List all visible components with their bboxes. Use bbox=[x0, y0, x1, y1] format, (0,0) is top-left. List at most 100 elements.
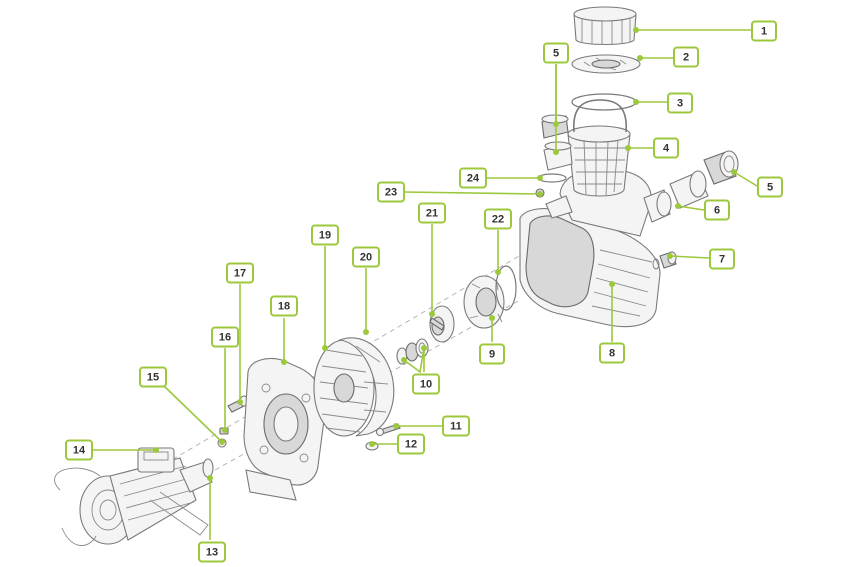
motor-bracket bbox=[243, 357, 325, 501]
callout-6: 6 bbox=[704, 199, 730, 221]
leader-6 bbox=[677, 205, 705, 211]
callout-14: 14 bbox=[65, 439, 93, 461]
leader-23 bbox=[403, 191, 541, 195]
callout-label-9: 9 bbox=[489, 349, 495, 361]
callout-label-24: 24 bbox=[467, 173, 480, 185]
callout-label-14: 14 bbox=[73, 445, 86, 457]
callout-11: 11 bbox=[442, 415, 470, 437]
callout-label-19: 19 bbox=[319, 230, 331, 242]
lid-oring bbox=[571, 93, 637, 111]
callout-box-16 bbox=[211, 326, 239, 348]
callout-label-10: 10 bbox=[420, 379, 432, 391]
callout-label-12: 12 bbox=[405, 439, 417, 451]
callout-label-3: 3 bbox=[677, 98, 683, 110]
callout-box-18 bbox=[270, 295, 298, 317]
mechanical-seal bbox=[396, 338, 429, 365]
shaft-ring bbox=[202, 458, 214, 478]
callout-10: 10 bbox=[412, 373, 440, 395]
callout-23: 23 bbox=[377, 181, 405, 203]
callout-4: 4 bbox=[653, 137, 679, 159]
leader-lines bbox=[92, 27, 758, 540]
callout-label-1: 1 bbox=[761, 26, 767, 38]
callout-box-19 bbox=[311, 224, 339, 246]
callout-21: 21 bbox=[418, 202, 446, 224]
callout-13: 13 bbox=[198, 541, 226, 563]
callout-12: 12 bbox=[397, 433, 425, 455]
callout-label-5b: 5 bbox=[767, 182, 773, 194]
callout-16: 16 bbox=[211, 326, 239, 348]
callout-box-22 bbox=[484, 208, 512, 230]
callout-label-20: 20 bbox=[360, 252, 372, 264]
callout-box-6 bbox=[704, 199, 730, 221]
callout-label-15: 15 bbox=[147, 372, 159, 384]
leader-7 bbox=[669, 255, 710, 259]
callout-box-13 bbox=[198, 541, 226, 563]
callout-box-10 bbox=[412, 373, 440, 395]
callout-7: 7 bbox=[709, 248, 735, 270]
lid-lock-ring bbox=[573, 6, 637, 45]
callout-box-21 bbox=[418, 202, 446, 224]
callout-15: 15 bbox=[139, 366, 167, 388]
callout-box-1 bbox=[751, 20, 777, 42]
callout-box-20 bbox=[352, 246, 380, 268]
callout-label-23: 23 bbox=[385, 187, 397, 199]
callout-18: 18 bbox=[270, 295, 298, 317]
callout-label-22: 22 bbox=[492, 214, 504, 226]
screw-cover bbox=[375, 423, 401, 437]
callout-label-5a: 5 bbox=[553, 48, 559, 60]
callout-box-9 bbox=[479, 343, 505, 365]
strainer-basket bbox=[567, 99, 631, 197]
diffuser bbox=[463, 275, 505, 329]
impeller bbox=[429, 305, 455, 343]
leader-10 bbox=[403, 347, 425, 374]
callout-label-6: 6 bbox=[714, 205, 720, 217]
callout-8: 8 bbox=[599, 342, 625, 364]
callout-17: 17 bbox=[226, 262, 254, 284]
pump-cover bbox=[337, 337, 395, 437]
callout-9: 9 bbox=[479, 343, 505, 365]
callout-label-11: 11 bbox=[450, 421, 462, 433]
callout-5a: 5 bbox=[543, 42, 569, 64]
callout-box-5a bbox=[543, 42, 569, 64]
callout-label-21: 21 bbox=[426, 208, 438, 220]
lid bbox=[571, 54, 641, 74]
callout-box-4 bbox=[653, 137, 679, 159]
callout-3: 3 bbox=[667, 92, 693, 114]
callout-label-16: 16 bbox=[219, 332, 231, 344]
callout-19: 19 bbox=[311, 224, 339, 246]
union-coupling-top bbox=[541, 114, 573, 171]
union-coupling-side bbox=[703, 150, 739, 185]
callout-box-15 bbox=[139, 366, 167, 388]
callout-20: 20 bbox=[352, 246, 380, 268]
callout-2: 2 bbox=[673, 46, 699, 68]
callout-label-4: 4 bbox=[663, 143, 670, 155]
motor bbox=[54, 447, 213, 546]
callout-box-8 bbox=[599, 342, 625, 364]
callout-label-18: 18 bbox=[278, 301, 290, 313]
diffuser-oring bbox=[495, 265, 517, 311]
callout-box-11 bbox=[442, 415, 470, 437]
callout-5b: 5 bbox=[757, 176, 783, 198]
tail-piece bbox=[669, 170, 709, 209]
leader-15 bbox=[163, 385, 223, 443]
callout-label-13: 13 bbox=[206, 547, 218, 559]
leader-5b bbox=[733, 171, 758, 187]
callout-24: 24 bbox=[459, 167, 487, 189]
callout-box-17 bbox=[226, 262, 254, 284]
callout-box-24 bbox=[459, 167, 487, 189]
callout-box-23 bbox=[377, 181, 405, 203]
callout-box-14 bbox=[65, 439, 93, 461]
callout-box-2 bbox=[673, 46, 699, 68]
callout-label-8: 8 bbox=[609, 348, 615, 360]
callout-22: 22 bbox=[484, 208, 512, 230]
callout-box-3 bbox=[667, 92, 693, 114]
callout-1: 1 bbox=[751, 20, 777, 42]
callout-label-17: 17 bbox=[234, 268, 246, 280]
callout-box-5b bbox=[757, 176, 783, 198]
callout-label-7: 7 bbox=[719, 254, 725, 266]
callout-box-7 bbox=[709, 248, 735, 270]
callout-label-2: 2 bbox=[683, 52, 689, 64]
callout-box-12 bbox=[397, 433, 425, 455]
